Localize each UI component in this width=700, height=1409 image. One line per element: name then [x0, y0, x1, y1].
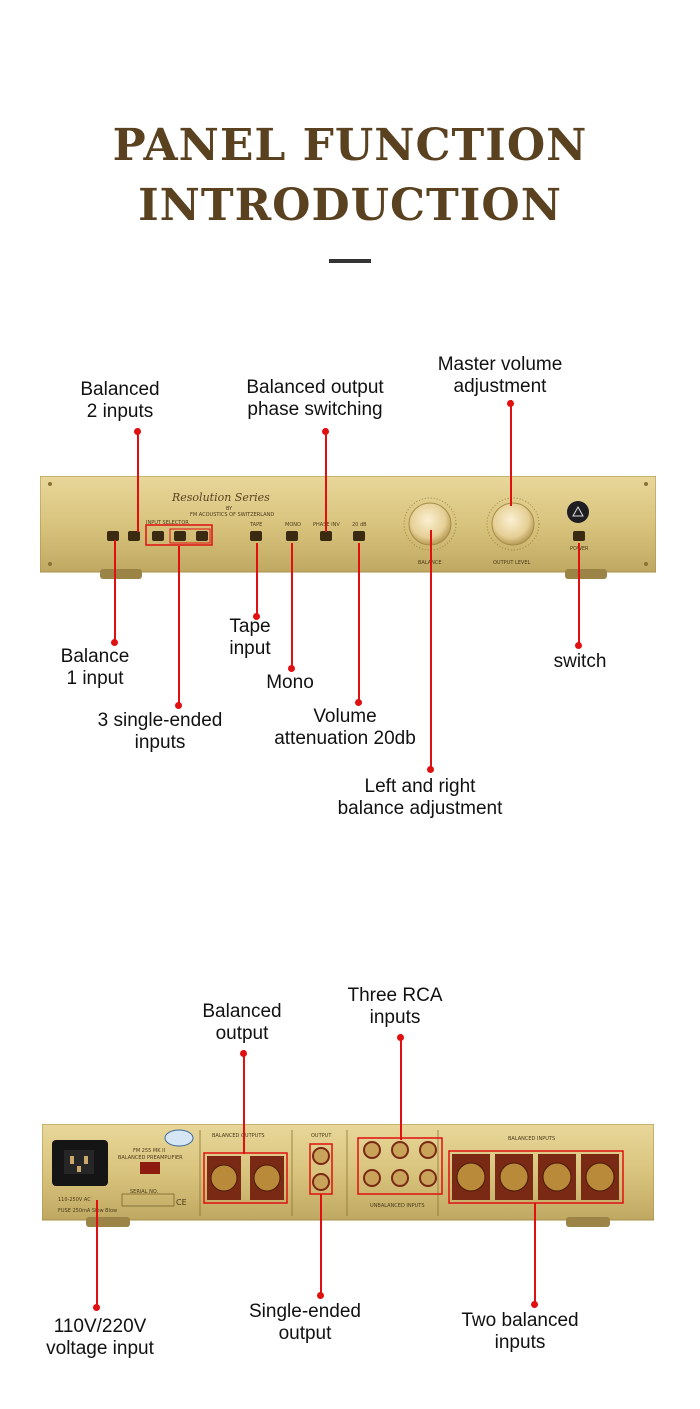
dot-phase — [322, 428, 329, 435]
line-switch — [578, 543, 580, 646]
brand-company: FM ACOUSTICS OF SWITZERLAND — [190, 512, 275, 518]
dot-lr-balance — [427, 766, 434, 773]
line-two-balanced — [534, 1203, 536, 1305]
callout-lr-balance-text: Left and right balance adjustment — [337, 776, 503, 819]
callout-two-balanced-inputs: Two balanced inputs — [440, 1310, 600, 1354]
callout-three-rca-text: Three RCA inputs — [347, 985, 443, 1028]
callout-balanced-2-inputs-text: Balanced 2 inputs — [80, 379, 160, 422]
dot-mono — [288, 665, 295, 672]
callout-balanced-output-phase-text: Balanced output phase switching — [246, 377, 384, 420]
front-label-output-level: OUTPUT LEVEL — [493, 560, 531, 566]
dot-two-balanced — [531, 1301, 538, 1308]
callout-switch-text: switch — [553, 651, 607, 672]
line-tape — [256, 543, 258, 617]
callout-balanced-output: Balanced output — [182, 1001, 302, 1045]
line-mono — [291, 543, 293, 669]
callout-single-ended-output: Single-ended output — [230, 1301, 380, 1345]
brand-script: Resolution Series — [172, 491, 270, 504]
rear-output: OUTPUT — [311, 1133, 332, 1139]
front-panel — [40, 476, 656, 579]
callout-mono-text: Mono — [266, 672, 314, 693]
rear-balanced-inputs: BALANCED INPUTS — [508, 1136, 556, 1142]
front-label-balance: BALANCE — [418, 560, 442, 566]
line-volume-att — [358, 543, 360, 703]
heading-line-2: INTRODUCTION — [138, 180, 562, 231]
line-lr-balance — [430, 530, 432, 770]
callout-three-rca: Three RCA inputs — [330, 985, 460, 1029]
callout-tape-input: Tape input — [210, 616, 290, 660]
callout-voltage-input: 110V/220V voltage input — [30, 1316, 170, 1360]
rear-fuse: FUSE 250mA Slow Blow — [58, 1208, 118, 1214]
rear-model: FM 255 MK II — [133, 1148, 166, 1154]
line-master-volume — [510, 400, 512, 506]
line-three-rca — [400, 1034, 402, 1140]
heading-line-1: PANEL FUNCTION — [112, 120, 588, 171]
front-label-mono: MONO — [285, 522, 301, 528]
dot-balanced-output — [240, 1050, 247, 1057]
callout-single-ended-output-text: Single-ended output — [249, 1301, 361, 1344]
callout-tape-input-text: Tape input — [229, 616, 271, 659]
rear-serial: SERIAL NO. — [130, 1189, 159, 1195]
callout-mono: Mono — [250, 672, 330, 694]
callout-balanced-output-text: Balanced output — [202, 1001, 282, 1044]
callout-volume-attenuation-text: Volume attenuation 20db — [274, 706, 416, 749]
dot-three-rca — [397, 1034, 404, 1041]
rear-panel — [42, 1124, 654, 1227]
front-label-input-selector: INPUT SELECTOR — [146, 520, 189, 526]
line-single-ended-output — [320, 1194, 322, 1296]
callout-volume-attenuation: Volume attenuation 20db — [255, 706, 435, 750]
callout-switch: switch — [540, 651, 620, 673]
callout-3-single-ended-text: 3 single-ended inputs — [97, 710, 223, 753]
callout-balance-1-input: Balance 1 input — [45, 646, 145, 690]
front-label-tape: TAPE — [250, 522, 263, 528]
brand-by: BY — [226, 506, 233, 512]
callout-voltage-input-text: 110V/220V voltage input — [46, 1316, 154, 1359]
dot-single-ended-output — [317, 1292, 324, 1299]
line-phase — [325, 428, 327, 532]
dot-balanced-2 — [134, 428, 141, 435]
callout-balance-1-input-text: Balance 1 input — [60, 646, 130, 689]
callout-two-balanced-inputs-text: Two balanced inputs — [461, 1310, 579, 1353]
dot-balance-1 — [111, 639, 118, 646]
callout-balanced-output-phase: Balanced output phase switching — [225, 377, 405, 421]
dot-voltage-input — [93, 1304, 100, 1311]
line-voltage-input — [96, 1200, 98, 1308]
front-label-20db: 20 dB — [352, 522, 367, 528]
callout-lr-balance: Left and right balance adjustment — [320, 776, 520, 820]
line-balance-1 — [114, 540, 116, 643]
dot-3-single — [175, 702, 182, 709]
rear-model-sub: BALANCED PREAMPLIFIER — [118, 1155, 183, 1161]
dot-master-volume — [507, 400, 514, 407]
rear-ce: CE — [176, 1198, 187, 1207]
line-3-single — [178, 546, 180, 706]
dot-tape — [253, 613, 260, 620]
heading-divider — [329, 259, 371, 263]
line-balanced-output — [243, 1050, 245, 1154]
callout-balanced-2-inputs: Balanced 2 inputs — [60, 379, 180, 423]
callout-3-single-ended: 3 single-ended inputs — [80, 710, 240, 754]
rear-unbalanced-inputs: UNBALANCED INPUTS — [370, 1203, 425, 1209]
line-balanced-2 — [137, 428, 139, 532]
dot-volume-att — [355, 699, 362, 706]
rear-balanced-outputs: BALANCED OUTPUTS — [212, 1133, 265, 1139]
callout-master-volume-text: Master volume adjustment — [437, 354, 563, 397]
rear-voltage: 110-250V AC — [58, 1197, 91, 1203]
callout-master-volume: Master volume adjustment — [420, 354, 580, 398]
dot-switch — [575, 642, 582, 649]
